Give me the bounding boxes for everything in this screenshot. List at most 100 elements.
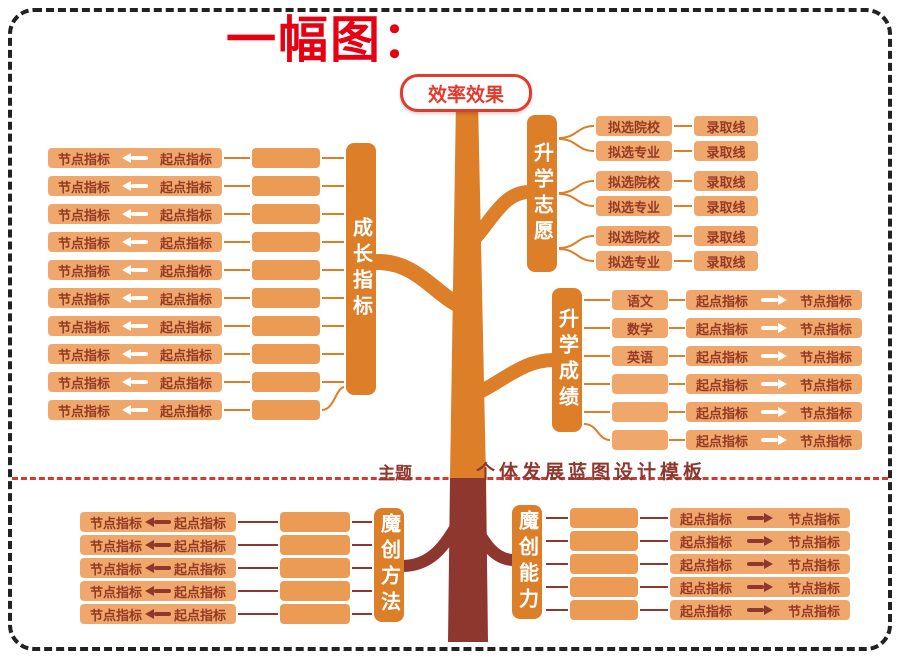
branch-aspiration: 升学志愿 <box>527 115 557 272</box>
page-title: 一幅图： <box>226 12 434 68</box>
arrow-left-icon <box>122 377 148 387</box>
subject-box: 数学 <box>612 318 668 338</box>
metric-bar: 起点指标 节点指标 <box>670 508 850 528</box>
growth-rows: 节点指标 起点指标 节点指标 起点指标 节点指标 起点指标 节点指标 起点指标 <box>48 148 222 420</box>
start-metric-label: 起点指标 <box>173 584 226 600</box>
arrow-right-icon <box>761 379 787 389</box>
choice-box: 拟选专业 <box>596 251 672 271</box>
node-metric-label: 节点指标 <box>787 580 840 596</box>
metric-bar: 起点指标 节点指标 <box>670 600 850 620</box>
node-metric-label: 节点指标 <box>58 347 111 363</box>
connector-box <box>252 372 320 392</box>
connector-box <box>280 535 350 555</box>
metric-bar: 起点指标 节点指标 <box>686 318 862 338</box>
start-metric-label: 起点指标 <box>159 179 212 195</box>
start-metric-label: 起点指标 <box>159 235 212 251</box>
branch-ability: 魔创能力 <box>512 505 542 619</box>
metric-bar: 节点指标 起点指标 <box>80 535 236 555</box>
node-metric-label: 节点指标 <box>90 538 143 554</box>
connector-box <box>252 176 320 196</box>
score-rows: 起点指标 节点指标 起点指标 节点指标 起点指标 节点指标 起点指标 节点指标 <box>686 290 862 450</box>
arrow-left-icon <box>145 563 171 573</box>
start-metric-label: 起点指标 <box>173 515 226 531</box>
branch-scores-label: 升学成绩 <box>555 308 578 412</box>
method-connectors <box>280 512 350 624</box>
node-metric-label: 节点指标 <box>90 561 143 577</box>
ability-connectors <box>570 508 638 620</box>
start-metric-label: 起点指标 <box>680 511 733 527</box>
growth-connectors <box>252 148 320 420</box>
metric-bar: 节点指标 起点指标 <box>80 558 236 578</box>
admission-line-box: 录取线 <box>694 116 758 136</box>
start-metric-label: 起点指标 <box>159 375 212 391</box>
metric-bar: 节点指标 起点指标 <box>48 204 222 224</box>
admission-line-box: 录取线 <box>694 141 758 161</box>
node-metric-label: 节点指标 <box>799 405 852 421</box>
branch-ability-label: 魔创能力 <box>515 510 538 614</box>
arrow-left-icon <box>122 321 148 331</box>
node-metric-label: 节点指标 <box>90 515 143 531</box>
metric-bar: 节点指标 起点指标 <box>48 316 222 336</box>
node-metric-label: 节点指标 <box>799 321 852 337</box>
subject-box: 语文 <box>612 290 668 310</box>
arrow-right-icon <box>747 513 773 523</box>
start-metric-label: 起点指标 <box>696 293 749 309</box>
aspiration-rows: 拟选院校 录取线 拟选专业 录取线 拟选院校 录取线 拟选专业 录取线 拟选院校… <box>596 116 758 271</box>
node-metric-label: 节点指标 <box>787 534 840 550</box>
choice-box: 拟选专业 <box>596 196 672 216</box>
arrow-left-icon <box>122 265 148 275</box>
aspiration-row: 拟选院校 录取线 <box>596 226 758 246</box>
connector-box <box>252 204 320 224</box>
arrow-right-icon <box>761 295 787 305</box>
node-metric-label: 节点指标 <box>58 235 111 251</box>
node-metric-label: 节点指标 <box>58 291 111 307</box>
start-metric-label: 起点指标 <box>680 580 733 596</box>
node-metric-label: 节点指标 <box>787 603 840 619</box>
divider-label-template: 个体发展蓝图设计模板 <box>476 462 707 483</box>
node-metric-label: 节点指标 <box>799 293 852 309</box>
branch-scores: 升学成绩 <box>552 288 582 432</box>
subject-box <box>612 402 668 422</box>
admission-line-box: 录取线 <box>694 196 758 216</box>
node-metric-label: 节点指标 <box>787 511 840 527</box>
start-metric-label: 起点指标 <box>159 151 212 167</box>
connector-box <box>570 508 638 528</box>
start-metric-label: 起点指标 <box>696 405 749 421</box>
metric-bar: 起点指标 节点指标 <box>686 374 862 394</box>
connector-box <box>252 288 320 308</box>
node-metric-label: 节点指标 <box>58 375 111 391</box>
metric-bar: 节点指标 起点指标 <box>80 581 236 601</box>
aspiration-row: 拟选院校 录取线 <box>596 171 758 191</box>
start-metric-label: 起点指标 <box>173 607 226 623</box>
subject-box: 英语 <box>612 346 668 366</box>
start-metric-label: 起点指标 <box>696 321 749 337</box>
connector-box <box>252 344 320 364</box>
node-metric-label: 节点指标 <box>799 377 852 393</box>
metric-bar: 节点指标 起点指标 <box>48 148 222 168</box>
metric-bar: 节点指标 起点指标 <box>48 232 222 252</box>
divider-label-theme: 主题 <box>378 464 412 483</box>
arrow-left-icon <box>145 609 171 619</box>
metric-bar: 起点指标 节点指标 <box>686 430 862 450</box>
connector-box <box>252 260 320 280</box>
node-metric-label: 节点指标 <box>90 584 143 600</box>
aspiration-row: 拟选专业 录取线 <box>596 196 758 216</box>
root-node: 效率效果 <box>400 74 532 112</box>
start-metric-label: 起点指标 <box>696 377 749 393</box>
choice-box: 拟选院校 <box>596 226 672 246</box>
arrow-right-icon <box>761 407 787 417</box>
arrow-right-icon <box>761 351 787 361</box>
admission-line-box: 录取线 <box>694 171 758 191</box>
choice-box: 拟选院校 <box>596 171 672 191</box>
subject-box <box>612 374 668 394</box>
start-metric-label: 起点指标 <box>159 403 212 419</box>
arrow-right-icon <box>761 323 787 333</box>
aspiration-row: 拟选专业 录取线 <box>596 251 758 271</box>
arrow-left-icon <box>122 237 148 247</box>
node-metric-label: 节点指标 <box>58 263 111 279</box>
start-metric-label: 起点指标 <box>159 207 212 223</box>
node-metric-label: 节点指标 <box>58 151 111 167</box>
node-metric-label: 节点指标 <box>787 557 840 573</box>
